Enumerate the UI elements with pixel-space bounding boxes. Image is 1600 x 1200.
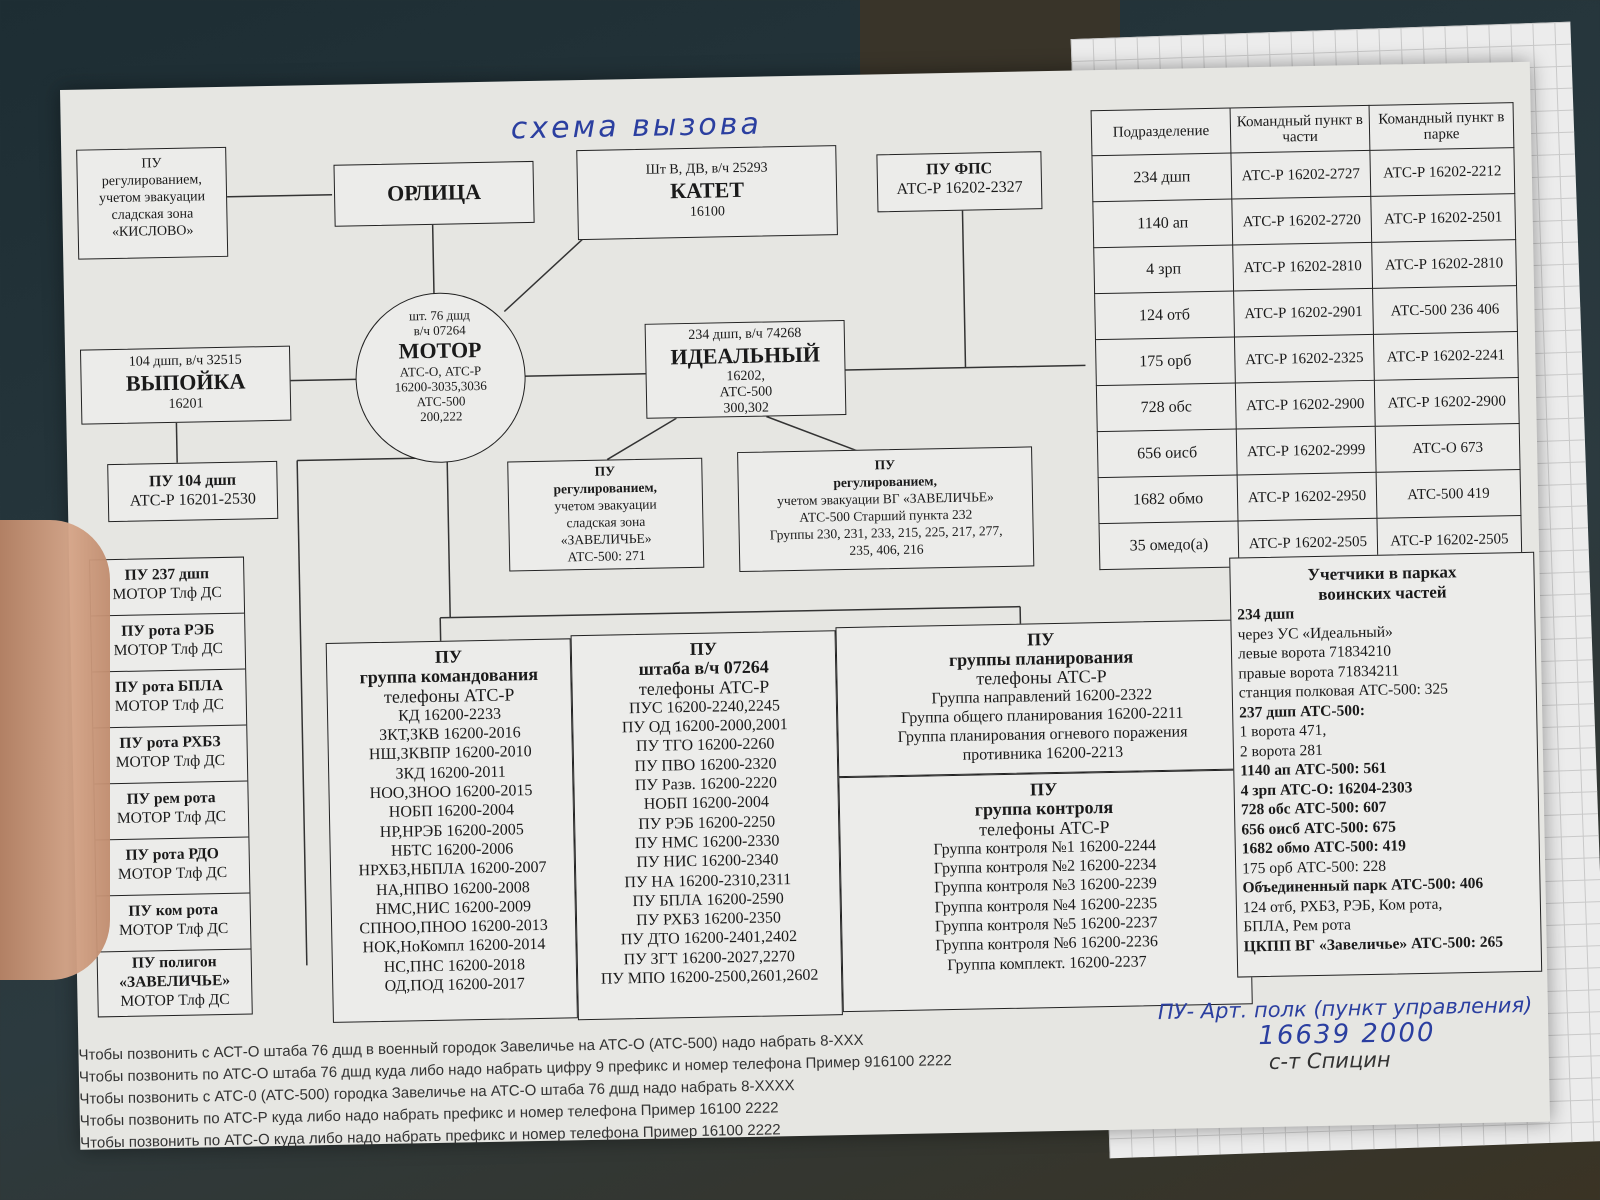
table-cell: АТС-Р 16202-2950 <box>1237 472 1377 521</box>
table-cell: 4 зрп <box>1093 245 1234 294</box>
fps-num: АТС-Р 16202-2327 <box>896 178 1023 198</box>
table-cell: 175 орб <box>1095 336 1236 386</box>
list-item: ПУ полигон «ЗАВЕЛИЧЬЕ»МОТОР Тлф ДС <box>119 953 231 1011</box>
table-cell: АТС-Р 16202-2810 <box>1232 242 1373 292</box>
table-header-cell: Командный пункт в части <box>1230 105 1370 154</box>
table-cell: АТС-Р 16202-2212 <box>1369 147 1515 197</box>
table-cell: АТС-500 419 <box>1376 469 1521 519</box>
kislovo-line: «КИСЛОВО» <box>111 223 194 241</box>
motor-l4: 200,222 <box>420 408 463 425</box>
table-cell: 656 оисб <box>1097 428 1238 478</box>
table-cell: АТС-Р 16202-2241 <box>1373 331 1519 381</box>
footer-instructions: Чтобы позвонить с АСТ-О штаба 76 дшд в в… <box>78 1024 1140 1154</box>
staff-box: ПУ штаба в/ч 07264 телефоны АТС-Р ПУС 16… <box>570 630 843 1021</box>
staff-row: ПУ МПО 16200-2500,2601,2602 <box>600 966 819 988</box>
table-cell: АТС-Р 16202-2720 <box>1231 196 1372 246</box>
kislovo-line: учетом эвакуации <box>98 189 206 207</box>
table-cell: АТС-Р 16202-2999 <box>1236 426 1377 475</box>
idealny-name: ИДЕАЛЬНЫЙ <box>670 341 821 370</box>
thumb <box>0 520 110 980</box>
katet-num: 16100 <box>689 204 726 220</box>
command-group-box: ПУ группа командования телефоны АТС-Р КД… <box>325 638 578 1023</box>
handwritten-title: схема вызова <box>510 106 763 147</box>
table-cell: 234 дшп <box>1091 153 1232 202</box>
table-cell: АТС-Р 16202-2900 <box>1374 377 1520 427</box>
call-scheme-sheet: схема вызова ПУ регулированием, учетом э… <box>60 61 1551 1152</box>
zav1-line: АТС-500: 271 <box>567 547 646 565</box>
table-cell: АТС-О 673 <box>1375 423 1521 473</box>
table-cell: АТС-Р 16202-2325 <box>1234 334 1375 383</box>
table-cell: 728 обс <box>1096 382 1237 432</box>
motor-name: МОТОР <box>398 336 482 364</box>
zavelichye-box-2: ПУ регулированием, учетом эвакуации ВГ «… <box>737 446 1035 573</box>
control-box: ПУ группа контроля телефоны АТС-Р Группа… <box>838 769 1253 1013</box>
table-cell: АТС-Р 16202-2501 <box>1370 193 1516 243</box>
pu104-box: ПУ 104 дшп АТС-Р 16201-2530 <box>107 460 279 523</box>
command-row: ОД,ПОД 16200-2017 <box>384 975 526 995</box>
vypoika-num: 16201 <box>168 396 204 412</box>
vypoika-name: ВЫПОЙКА <box>125 368 246 396</box>
table-header-cell: Подразделение <box>1091 108 1231 156</box>
table-cell: 35 омедо(а) <box>1099 520 1239 570</box>
handwritten-note: ПУ- Арт. полк (пункт управления) 16639 2… <box>1158 992 1534 1077</box>
katet-box: Шт В, ДВ, в/ч 25293 КАТЕТ 16100 <box>576 145 838 241</box>
orlitsa-box: ОРЛИЦА <box>333 160 535 227</box>
table-cell: 1140 ап <box>1092 199 1233 248</box>
idealny-l3: 300,302 <box>723 400 770 417</box>
table-cell: АТС-500 236 406 <box>1372 285 1518 335</box>
table-cell: АТС-Р 16202-2900 <box>1235 380 1376 429</box>
pu104-num: АТС-Р 16201-2530 <box>129 490 257 510</box>
planning-box: ПУ группы планирования телефоны АТС-Р Гр… <box>835 619 1249 778</box>
table-cell: 124 отб <box>1094 291 1235 340</box>
table-header-cell: Командный пункт в парке <box>1369 102 1514 151</box>
zavelichye-box-1: ПУ регулированием, учетом эвакуации слад… <box>507 457 705 572</box>
vypoika-box: 104 дшп, в/ч 32515 ВЫПОЙКА 16201 <box>79 345 292 425</box>
table-cell: 1682 обмо <box>1098 474 1238 524</box>
table-cell: АТС-Р 16202-2727 <box>1230 150 1371 200</box>
table-cell: АТС-Р 16202-2810 <box>1371 239 1517 289</box>
table-cell: АТС-Р 16202-2901 <box>1233 288 1374 337</box>
motor-circle: шт. 76 дшд в/ч 07264 МОТОР АТС-О, АТС-Р … <box>353 291 528 465</box>
idealny-box: 234 дшп, в/ч 74268 ИДЕАЛЬНЫЙ 16202, АТС-… <box>644 319 847 419</box>
kislovo-box: ПУ регулированием, учетом эвакуации слад… <box>76 146 229 260</box>
fps-box: ПУ ФПС АТС-Р 16202-2327 <box>876 151 1043 213</box>
park-box: Учетчики в парках воинских частей 234 дш… <box>1229 551 1543 978</box>
